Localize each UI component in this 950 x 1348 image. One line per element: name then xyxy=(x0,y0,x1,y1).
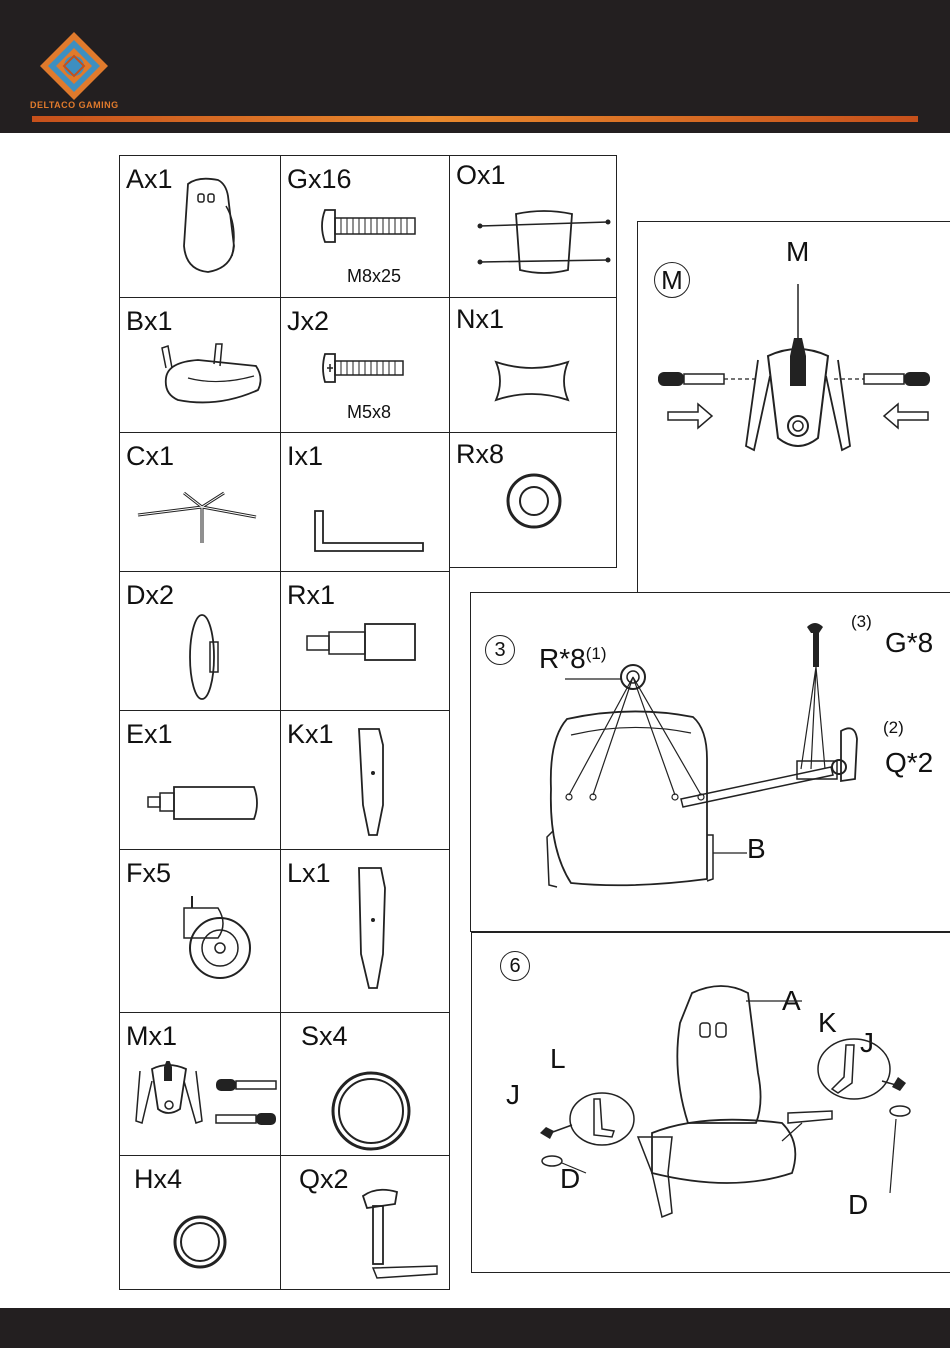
screw-spec: M5x8 xyxy=(347,402,391,423)
gas-lift-cylinder-icon xyxy=(305,622,417,662)
part-label: Fx5 xyxy=(126,860,171,887)
brand-name: DELTACO GAMING xyxy=(30,100,119,110)
caster-wheel-icon xyxy=(178,894,258,980)
seat-icon xyxy=(158,338,268,408)
bolt-m8-icon xyxy=(319,206,419,246)
part-label: Hx4 xyxy=(134,1166,182,1193)
cap-cover-icon xyxy=(188,612,224,702)
base-star-icon xyxy=(132,487,272,551)
part-cell-n: Nx1 xyxy=(449,297,617,433)
part-label: Mx1 xyxy=(126,1023,177,1050)
part-cell-q: Qx2 xyxy=(280,1155,450,1290)
part-cell-l: Lx1 xyxy=(280,849,450,1013)
cylinder-icon xyxy=(146,783,262,823)
part-cell-g: Gx16 M8x25 xyxy=(280,155,450,298)
part-label: Cx1 xyxy=(126,443,174,470)
part-label: Bx1 xyxy=(126,308,173,335)
backrest-icon xyxy=(178,176,240,276)
bracket-l-icon xyxy=(353,864,393,994)
part-label: Nx1 xyxy=(456,306,504,333)
part-cell-o: Ox1 xyxy=(449,155,617,298)
part-cell-s: Sx4 xyxy=(280,1012,450,1156)
part-label: Gx16 xyxy=(287,166,352,193)
footer-bar xyxy=(0,1308,950,1348)
panel-mechanism: M M xyxy=(637,221,950,593)
panel-step-3: 3 R*8(1) (3) G*8 (2) Q*2 B xyxy=(470,592,950,932)
part-cell-e: Ex1 xyxy=(119,710,281,850)
part-cell-k: Kx1 xyxy=(280,710,450,850)
ring-large-icon xyxy=(329,1069,413,1153)
panel-step-6: 6 A K J L J D D xyxy=(471,932,950,1273)
bolt-count-label: G*8 xyxy=(885,629,933,657)
part-cell-j: Jx2 M5x8 xyxy=(280,297,450,433)
header-bar: DELTACO GAMING xyxy=(0,0,950,133)
part-cell-b: Bx1 xyxy=(119,297,281,433)
part-label: Ix1 xyxy=(287,443,323,470)
part-label: Qx2 xyxy=(299,1166,349,1193)
mechanism-assembly-illustration xyxy=(648,276,948,476)
allen-key-icon xyxy=(311,507,431,557)
lumbar-pillow-icon xyxy=(490,356,574,406)
part-cell-d: Dx2 xyxy=(119,571,281,711)
part-cell-c: Cx1 xyxy=(119,432,281,572)
bolt-spec: M8x25 xyxy=(347,266,401,287)
part-label: Rx1 xyxy=(287,582,335,609)
armrest-icon xyxy=(347,1186,447,1286)
part-label: Ex1 xyxy=(126,721,173,748)
part-cell-i: Ix1 xyxy=(280,432,450,572)
step-number-badge: 3 xyxy=(485,635,515,665)
callout-m: M xyxy=(786,238,809,266)
part-cell-m: Mx1 xyxy=(119,1012,281,1156)
part-label: Lx1 xyxy=(287,860,331,887)
part-cell-a: Ax1 xyxy=(119,155,281,298)
step-3-illustration xyxy=(541,609,881,899)
deltaco-logo-icon xyxy=(38,30,110,102)
screw-m5-icon xyxy=(321,350,407,386)
mechanism-icon xyxy=(132,1061,280,1141)
armrest-count-label: Q*2 xyxy=(885,749,933,777)
headrest-pillow-icon xyxy=(474,208,614,278)
part-cell-r-single: Rx1 xyxy=(280,571,450,711)
part-label: Rx8 xyxy=(456,441,504,468)
part-label: Dx2 xyxy=(126,582,174,609)
bracket-k-icon xyxy=(353,725,393,841)
step-6-illustration xyxy=(502,973,942,1263)
part-cell-f: Fx5 xyxy=(119,849,281,1013)
part-cell-r: Rx8 xyxy=(449,432,617,568)
armrest-order-note: (2) xyxy=(883,719,904,736)
part-label: Jx2 xyxy=(287,308,329,335)
part-cell-h: Hx4 xyxy=(119,1155,281,1290)
washer-icon xyxy=(504,471,564,531)
part-label: Sx4 xyxy=(301,1023,348,1050)
header-accent-stripe xyxy=(32,116,918,122)
part-label: Kx1 xyxy=(287,721,334,748)
part-label: Ax1 xyxy=(126,166,173,193)
part-label: Ox1 xyxy=(456,162,506,189)
ring-small-icon xyxy=(172,1214,228,1270)
